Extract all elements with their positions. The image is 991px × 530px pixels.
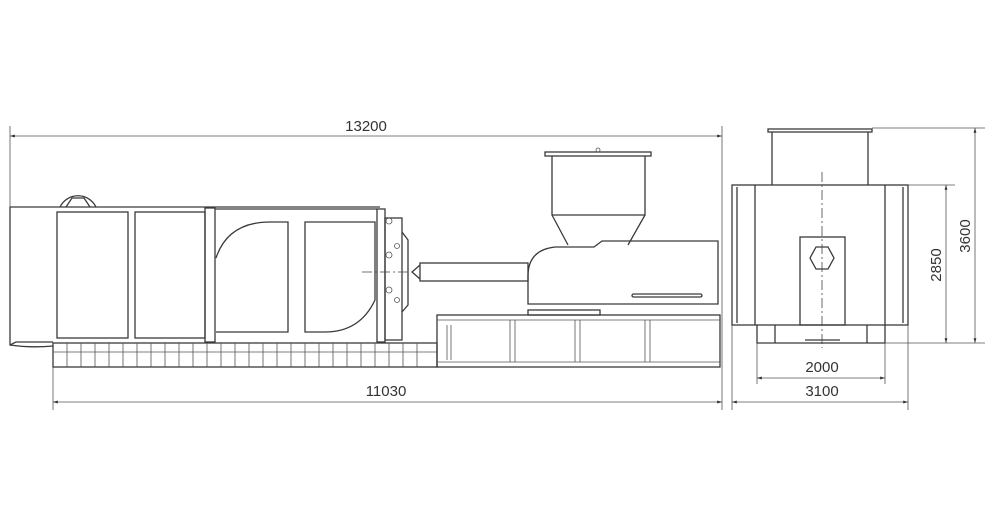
dimension-label: 11030: [366, 383, 407, 400]
dimension-overall-width: 3100: [731, 325, 909, 410]
dimension-body-height: 2850: [885, 184, 985, 344]
clamping-unit: [9, 195, 410, 348]
base-frame: [52, 342, 438, 368]
side-view: [731, 128, 909, 348]
dimension-overall-length: 13200: [9, 118, 723, 410]
dimension-overall-height: 3600: [872, 127, 985, 343]
dimension-label: 3100: [805, 383, 838, 400]
dimension-label: 13200: [345, 118, 387, 135]
dimension-base-length: 11030: [52, 345, 722, 410]
dimension-label: 3600: [957, 219, 974, 252]
dimension-label: 2850: [928, 248, 945, 281]
dimension-label: 2000: [805, 359, 838, 376]
dimension-base-width: 2000: [756, 343, 886, 384]
injection-unit: [411, 147, 721, 368]
